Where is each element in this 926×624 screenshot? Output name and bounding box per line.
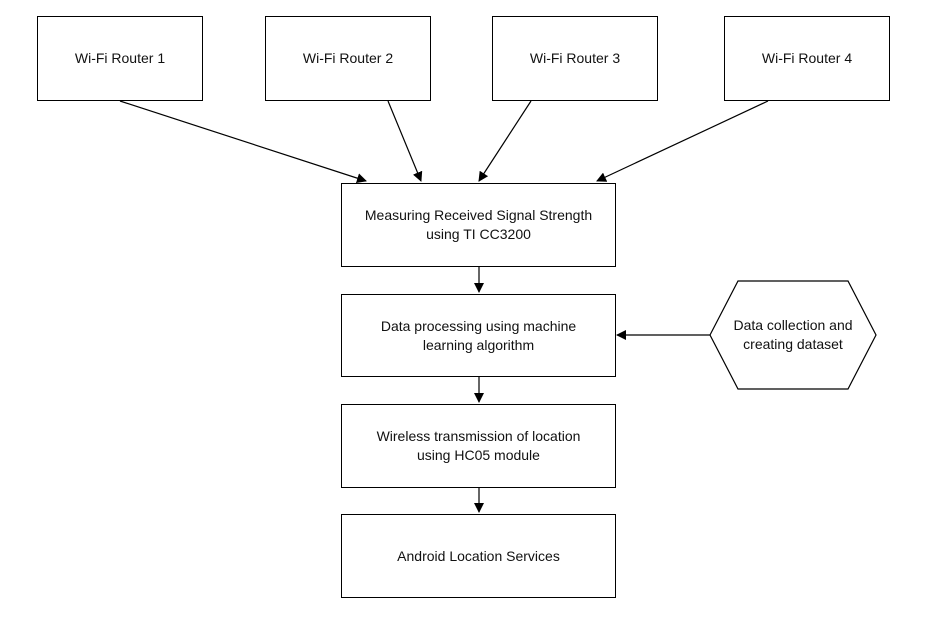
router-2-node: Wi-Fi Router 2 (265, 16, 431, 101)
ml-processing-line1: Data processing using machine (380, 317, 577, 334)
wireless-transmission-line1: Wireless transmission of location (376, 428, 581, 445)
rss-measurement-node: Measuring Received Signal Strength using… (341, 183, 616, 267)
rss-measurement-line2: using TI CC3200 (426, 226, 531, 242)
router-1-label: Wi-Fi Router 1 (74, 50, 166, 67)
wireless-transmission-node: Wireless transmission of location using … (341, 404, 616, 488)
router-1-node: Wi-Fi Router 1 (37, 16, 203, 101)
ml-processing-line2: learning algorithm (422, 336, 535, 353)
android-location-label: Android Location Services (397, 547, 560, 564)
router-3-node: Wi-Fi Router 3 (492, 16, 658, 101)
router-4-label: Wi-Fi Router 4 (761, 50, 853, 67)
dataset-hexagon (709, 280, 877, 390)
edge-router4-to-rss (596, 100, 769, 182)
router-2-label: Wi-Fi Router 2 (302, 50, 394, 67)
edge-router2-to-rss (387, 100, 423, 182)
router-3-label: Wi-Fi Router 3 (529, 50, 621, 67)
edge-router1-to-rss (119, 100, 367, 183)
wireless-transmission-line2: using HC05 module (417, 447, 540, 463)
dataset-label-group: Data collection and creating dataset (708, 280, 878, 390)
ml-processing-node: Data processing using machine learning a… (341, 294, 616, 377)
android-location-node: Android Location Services (341, 514, 616, 598)
rss-measurement-line1: Measuring Received Signal Strength (364, 207, 593, 224)
dataset-line1: Data collection and (733, 317, 853, 334)
dataset-line2: creating dataset (743, 336, 843, 352)
router-4-node: Wi-Fi Router 4 (724, 16, 890, 101)
edge-router3-to-rss (478, 100, 532, 182)
